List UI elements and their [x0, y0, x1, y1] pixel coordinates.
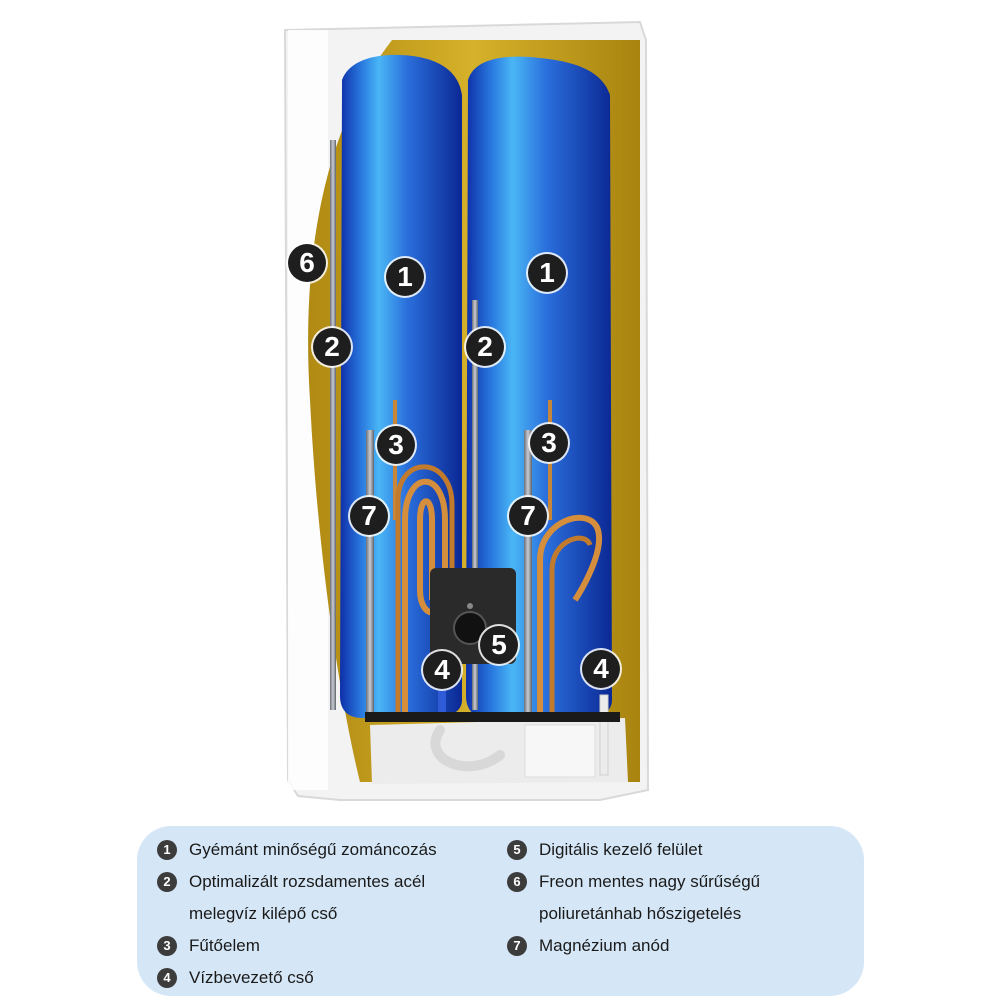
legend-number: 2 [157, 872, 177, 892]
legend-item-1: 1 Gyémánt minőségű zománcozás [157, 834, 437, 866]
callout-5: 5 [480, 626, 518, 664]
legend-text: melegvíz kilépő cső [189, 904, 338, 923]
callout-7-left: 7 [350, 497, 388, 535]
legend-number: 1 [157, 840, 177, 860]
callout-1-left: 1 [386, 258, 424, 296]
legend-text: Fűtőelem [189, 936, 260, 955]
legend-text: poliuretánhab hőszigetelés [539, 904, 742, 923]
tank-base [370, 718, 628, 784]
callout-2-right: 2 [466, 328, 504, 366]
legend-item-3: 3 Fűtőelem [157, 930, 437, 962]
tank-base-plate [365, 712, 620, 722]
legend-item-4: 4 Vízbevezető cső [157, 962, 437, 994]
callout-6: 6 [288, 244, 326, 282]
legend-text: Vízbevezető cső [189, 968, 314, 987]
right-outlet-pipe [472, 300, 478, 710]
legend-number: 6 [507, 872, 527, 892]
legend-item-7: 7 Magnézium anód [507, 930, 760, 962]
legend-item-5: 5 Digitális kezelő felület [507, 834, 760, 866]
callout-3-left: 3 [377, 426, 415, 464]
legend-number: 7 [507, 936, 527, 956]
callout-4-right: 4 [582, 650, 620, 688]
legend-panel: 1 Gyémánt minőségű zománcozás 2 Optimali… [137, 826, 864, 996]
left-anode [366, 430, 374, 715]
right-anode [524, 430, 532, 715]
legend-text: Freon mentes nagy sűrűségű [539, 872, 761, 891]
right-inlet [599, 694, 609, 776]
legend-right-column: 5 Digitális kezelő felület 6 Freon mente… [507, 834, 760, 962]
legend-number: 4 [157, 968, 177, 988]
right-tank [466, 56, 612, 719]
callout-3-right: 3 [530, 424, 568, 462]
water-heater-cutaway [283, 20, 650, 801]
callout-7-right: 7 [509, 497, 547, 535]
callout-4-left: 4 [423, 651, 461, 689]
legend-text: Gyémánt minőségű zománcozás [189, 840, 437, 859]
left-outlet-pipe [330, 140, 336, 710]
callout-1-right: 1 [528, 254, 566, 292]
callout-2-left: 2 [313, 328, 351, 366]
legend-text: Magnézium anód [539, 936, 670, 955]
legend-text: Optimalizált rozsdamentes acél [189, 872, 426, 891]
legend-number: 5 [507, 840, 527, 860]
legend-item-6: 6 Freon mentes nagy sűrűségű poliuretánh… [507, 866, 760, 930]
legend-number: 3 [157, 936, 177, 956]
left-inlet [438, 690, 446, 720]
legend-item-2: 2 Optimalizált rozsdamentes acél melegví… [157, 866, 437, 930]
legend-text: Digitális kezelő felület [539, 840, 703, 859]
legend-left-column: 1 Gyémánt minőségű zománcozás 2 Optimali… [157, 834, 437, 994]
